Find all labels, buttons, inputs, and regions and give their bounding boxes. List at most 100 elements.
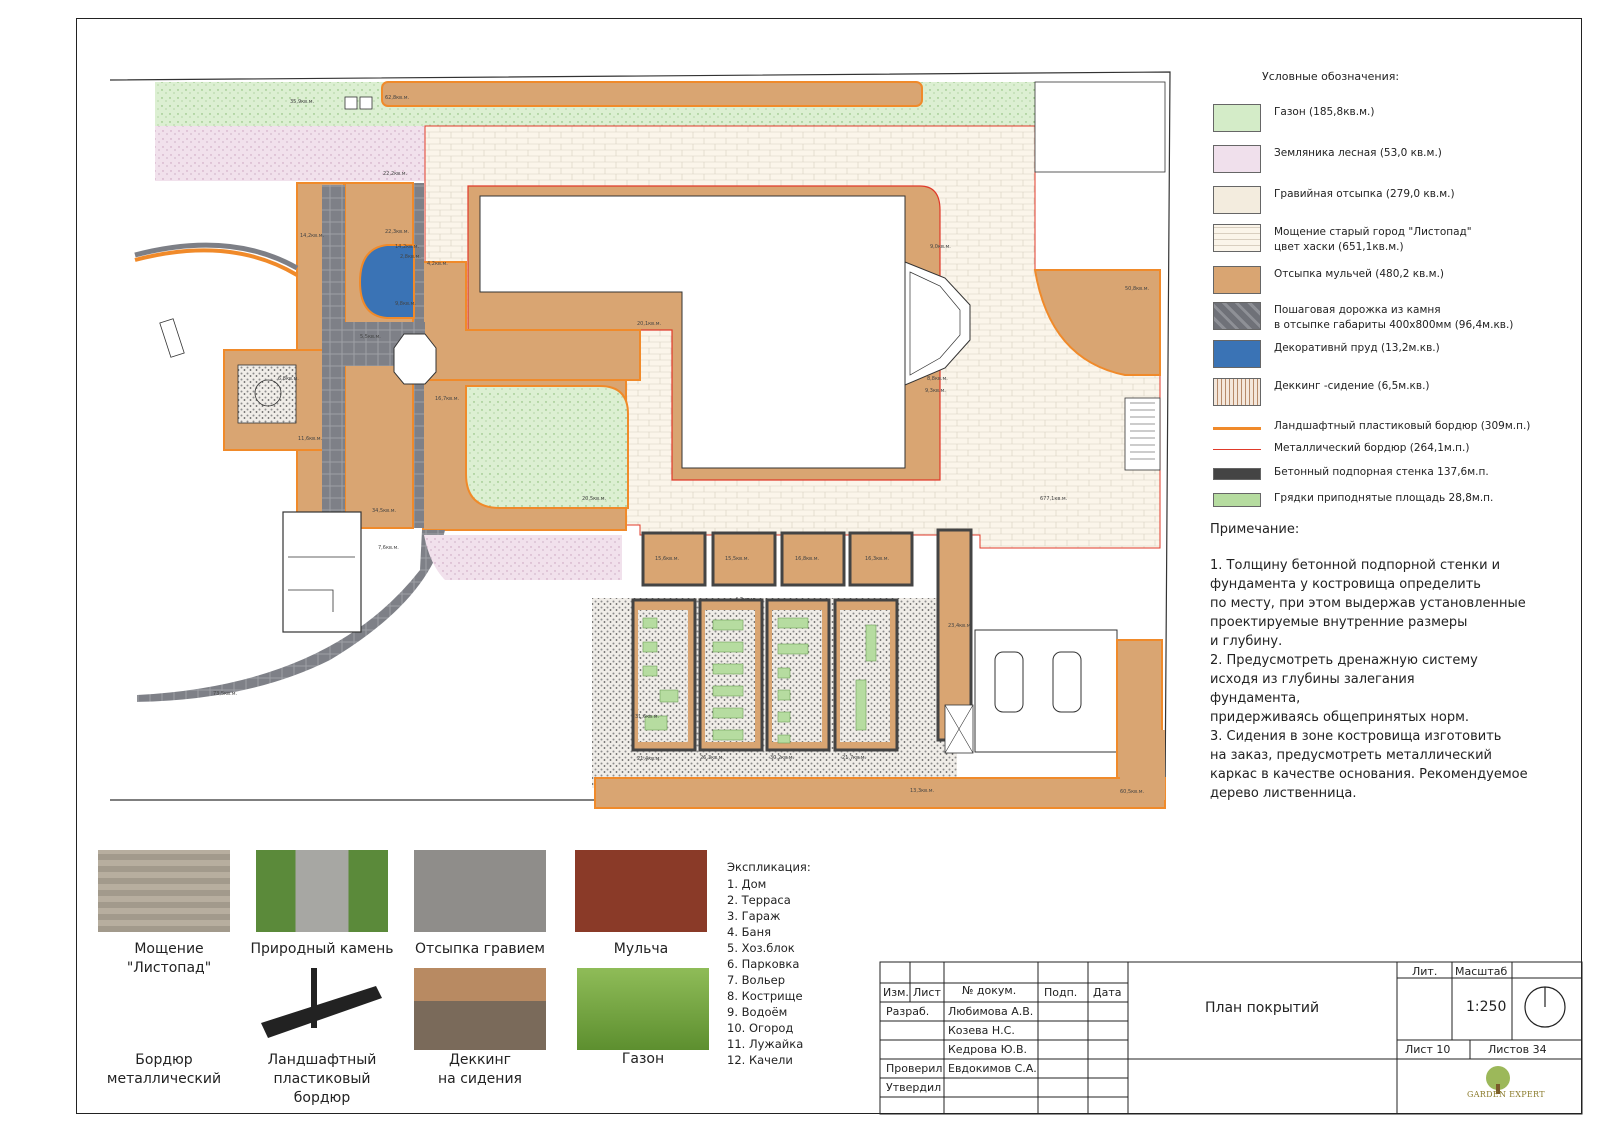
tb-role-developer: Разраб. — [886, 1005, 930, 1018]
legend-item: Мощение старый город "Листопад" цвет хас… — [1213, 224, 1583, 253]
area-label: 62,8кв.м. — [385, 95, 409, 101]
tb-header-sheet: Лист — [913, 986, 941, 999]
photo-lawn — [577, 968, 709, 1050]
area-label: 15,6кв.м. — [655, 556, 679, 562]
legend-swatch — [1213, 186, 1261, 214]
area-label: 6,8кв.м. — [278, 376, 299, 382]
tb-sheet: Лист 10 — [1405, 1043, 1451, 1056]
explication-item: 8. Кострище — [727, 989, 803, 1003]
legend-item: Металлический бордюр (264,1м.п.) — [1213, 440, 1583, 468]
note-2: 2. Предусмотреть дренажную систему исход… — [1210, 653, 1478, 725]
explication-title: Экспликация: — [727, 860, 811, 874]
area-label: 50,8кв.м. — [1125, 286, 1149, 292]
legend-swatch — [1213, 449, 1261, 450]
drawing-frame — [76, 18, 1582, 1114]
legend-label: Пошаговая дорожка из камня в отсыпке габ… — [1274, 304, 1514, 331]
legend-item: Бетонный подпорная стенка 137,6м.п. — [1213, 464, 1583, 492]
legend-swatch — [1213, 145, 1261, 173]
tb-name-3: Кедрова Ю.В. — [948, 1043, 1028, 1056]
photo-label-mulch: Мульча — [613, 941, 669, 957]
legend-label: Бетонный подпорная стенка 137,6м.п. — [1274, 466, 1489, 478]
tb-header-change: Изм. — [883, 986, 909, 999]
legend-swatch — [1213, 378, 1261, 406]
tb-sheets: Листов 34 — [1488, 1043, 1547, 1056]
area-label: 2,8кв.м. — [400, 254, 421, 260]
legend-item: Деккинг -сидение (6,5м.кв.) — [1213, 378, 1583, 406]
legend-item: Декоративнй пруд (13,2м.кв.) — [1213, 340, 1583, 368]
legend-label: Ландшафтный пластиковый бордюр (309м.п.) — [1274, 420, 1531, 432]
tb-scale: 1:250 — [1466, 999, 1507, 1015]
note-1a: 1. Толщину бетонной подпорной стенки и ф… — [1210, 558, 1501, 592]
legend-item: Земляника лесная (53,0 кв.м.) — [1213, 145, 1583, 173]
area-label: 30,2кв.м. — [770, 755, 794, 761]
area-label: 22,2кв.м. — [383, 171, 407, 177]
tb-role-approved: Утвердил — [886, 1081, 942, 1094]
explication-item: 1. Дом — [727, 877, 767, 891]
notes-title: Примечание: — [1210, 522, 1300, 537]
area-label: 20,5кв.м. — [582, 496, 606, 502]
photo-label-stone: Природный камень — [250, 941, 394, 957]
explication-item: 9. Водоём — [727, 1005, 788, 1019]
legend-label: Газон (185,8кв.м.) — [1274, 106, 1375, 118]
area-label: 73,5кв.м. — [213, 691, 237, 697]
tb-name-2: Козева Н.С. — [948, 1024, 1015, 1037]
legend-item: Отсыпка мульчей (480,2 кв.м.) — [1213, 266, 1583, 294]
legend-item: Пошаговая дорожка из камня в отсыпке габ… — [1213, 302, 1583, 331]
explication-item: 3. Гараж — [727, 909, 781, 923]
photo-label-decking: Деккинг на сидения — [438, 1052, 522, 1087]
area-label: 60,5кв.м. — [1120, 789, 1144, 795]
legend-item: Ландшафтный пластиковый бордюр (309м.п.) — [1213, 418, 1583, 446]
area-label: 4,7кв.м. — [735, 597, 756, 603]
area-label: 7,6кв.м. — [378, 545, 399, 551]
area-label: 34,5кв.м. — [372, 508, 396, 514]
note-1b: по месту, при этом выдержав установленны… — [1210, 596, 1526, 649]
legend-swatch — [1213, 340, 1261, 368]
tb-header-sign: Подп. — [1044, 986, 1078, 999]
explication-item: 11. Лужайка — [727, 1037, 804, 1051]
area-label: 31,6кв.м. — [635, 714, 659, 720]
area-label: 22,3кв.м. — [385, 229, 409, 235]
legend-swatch — [1213, 224, 1261, 252]
tb-name-4: Евдокимов С.А. — [948, 1062, 1037, 1075]
area-label: 16,7кв.м. — [435, 396, 459, 402]
area-label: 9,8кв.м. — [395, 301, 416, 307]
explication-item: 4. Баня — [727, 925, 772, 939]
legend-item: Гравийная отсыпка (279,0 кв.м.) — [1213, 186, 1583, 214]
area-label: 26,3кв.м. — [700, 755, 724, 761]
explication-item: 12. Качели — [727, 1053, 793, 1067]
area-label: 11,6кв.м. — [298, 436, 322, 442]
tb-header-date: Дата — [1093, 986, 1122, 999]
logo-garden-expert: GARDEN EXPERT — [1467, 1090, 1545, 1099]
area-label: 14,2кв.м. — [300, 233, 324, 239]
legend-item: Газон (185,8кв.м.) — [1213, 104, 1583, 132]
legend-swatch — [1213, 104, 1261, 132]
area-label: 35,9кв.м. — [290, 99, 314, 105]
legend-label: Деккинг -сидение (6,5м.кв.) — [1274, 380, 1430, 392]
area-label: 8,8кв.м. — [927, 376, 948, 382]
area-label: 16,3кв.м. — [865, 556, 889, 562]
legend-label: Земляника лесная (53,0 кв.м.) — [1274, 147, 1442, 159]
legend-swatch — [1213, 266, 1261, 294]
area-label: 14,2кв.м. — [395, 244, 419, 250]
photo-label-gravel: Отсыпка гравием — [415, 941, 545, 957]
explication-item: 10. Огород — [727, 1021, 794, 1035]
tb-role-checked: Проверил — [886, 1062, 943, 1075]
photo-stone — [256, 850, 388, 932]
explication-item: 6. Парковка — [727, 957, 800, 971]
photo-plastic-border — [256, 968, 388, 1050]
photo-gravel — [414, 850, 546, 932]
legend-label: Гравийная отсыпка (279,0 кв.м.) — [1274, 188, 1455, 200]
area-label: 4,2кв.м. — [427, 261, 448, 267]
drawing-title: План покрытий — [1205, 1000, 1320, 1016]
photo-mulch — [575, 850, 707, 932]
area-label: 15,5кв.м. — [725, 556, 749, 562]
explication-item: 2. Терраса — [727, 893, 791, 907]
tb-header-doc: № докум. — [962, 984, 1017, 997]
photo-paving — [98, 850, 230, 932]
legend-label: Отсыпка мульчей (480,2 кв.м.) — [1274, 268, 1444, 280]
legend-swatch — [1213, 468, 1261, 480]
photo-label-plastic-border: Ландшафтный пластиковый бордюр — [267, 1052, 377, 1106]
area-label: 9,0кв.м. — [930, 244, 951, 250]
area-label: 20,1кв.м. — [637, 321, 661, 327]
